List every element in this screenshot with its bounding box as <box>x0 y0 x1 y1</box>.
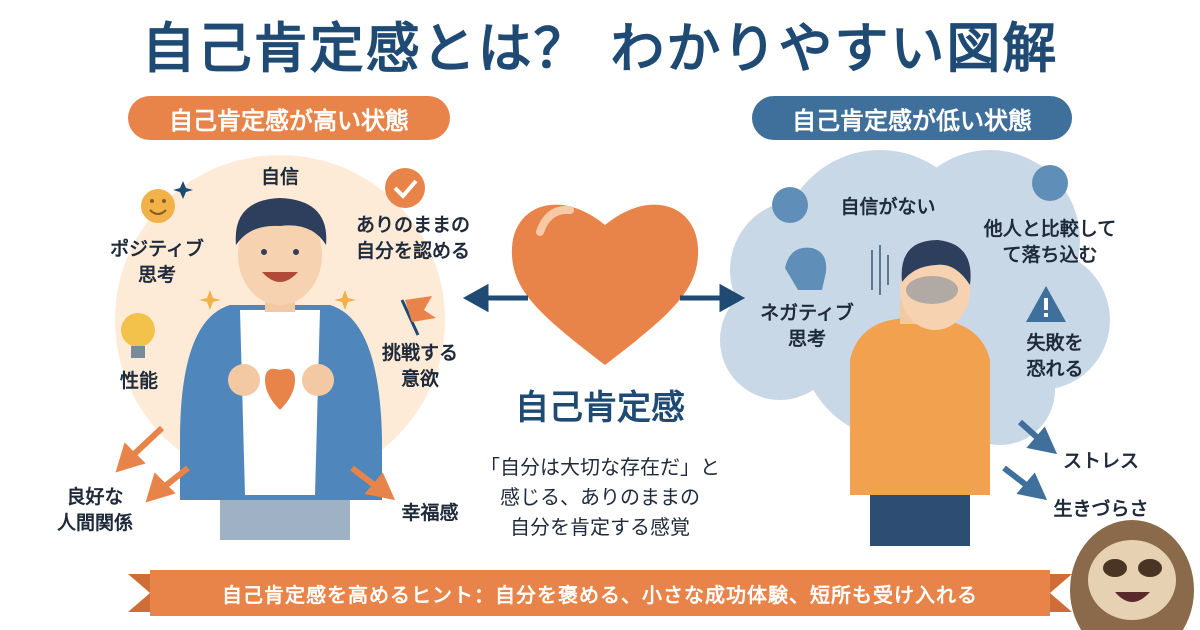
label-compare-others: 他人と比較して て落ち込む <box>983 218 1117 266</box>
low-state-heading: 自己肯定感が低い状態 <box>752 96 1072 140</box>
label-happiness: 幸福感 <box>401 502 459 524</box>
heart-icon <box>511 204 699 365</box>
double-arrow <box>462 283 746 313</box>
label-relationships: 良好な 人間関係 <box>56 486 133 534</box>
page-title: 自己肯定感とは？ わかりやすい図解 <box>141 17 1059 80</box>
check-icon <box>385 168 425 208</box>
lightbulb-icon <box>121 313 155 358</box>
high-state-heading: 自己肯定感が高い状態 <box>128 96 450 140</box>
sad-face-icon <box>772 187 808 223</box>
happy-person <box>180 198 382 540</box>
arrows-right <box>1002 419 1058 501</box>
label-confidence: 自信 <box>260 166 299 188</box>
center-title: 自己肯定感 <box>515 388 685 428</box>
label-challenge: 挑戦する 意欲 <box>381 342 458 390</box>
worried-face-icon <box>1032 165 1068 201</box>
sloth-mascot-icon <box>1070 520 1194 630</box>
head-profile-icon <box>785 247 827 290</box>
arrows-left <box>115 425 396 503</box>
label-negative: ネガティブ 思考 <box>760 302 854 350</box>
smile-icon <box>141 189 175 223</box>
hint-banner: 自己肯定感を高めるヒント：自分を褒める、小さな成功体験、短所も受け入れる <box>150 570 1050 616</box>
banner-tail-left <box>128 574 150 612</box>
shirt-heart-icon <box>265 368 295 410</box>
label-no-confidence: 自信がない <box>840 196 936 218</box>
label-accept-self: ありのままの 自分を認める <box>355 214 470 262</box>
center-description: 「自分は大切な存在だ」と 感じる、ありのままの 自分を肯定する感覚 <box>480 455 720 539</box>
banner-tail-right <box>1050 574 1072 612</box>
sad-person <box>850 240 990 546</box>
sparkle-icon <box>173 181 193 199</box>
label-performance: 性能 <box>119 370 158 392</box>
label-fear-failure: 失敗を 恐れる <box>1026 332 1084 380</box>
flag-icon <box>400 296 436 336</box>
label-stress: ストレス <box>1062 450 1139 472</box>
label-positive: ポジティブ 思考 <box>110 238 204 286</box>
label-hardship: 生きづらさ <box>1053 498 1149 520</box>
